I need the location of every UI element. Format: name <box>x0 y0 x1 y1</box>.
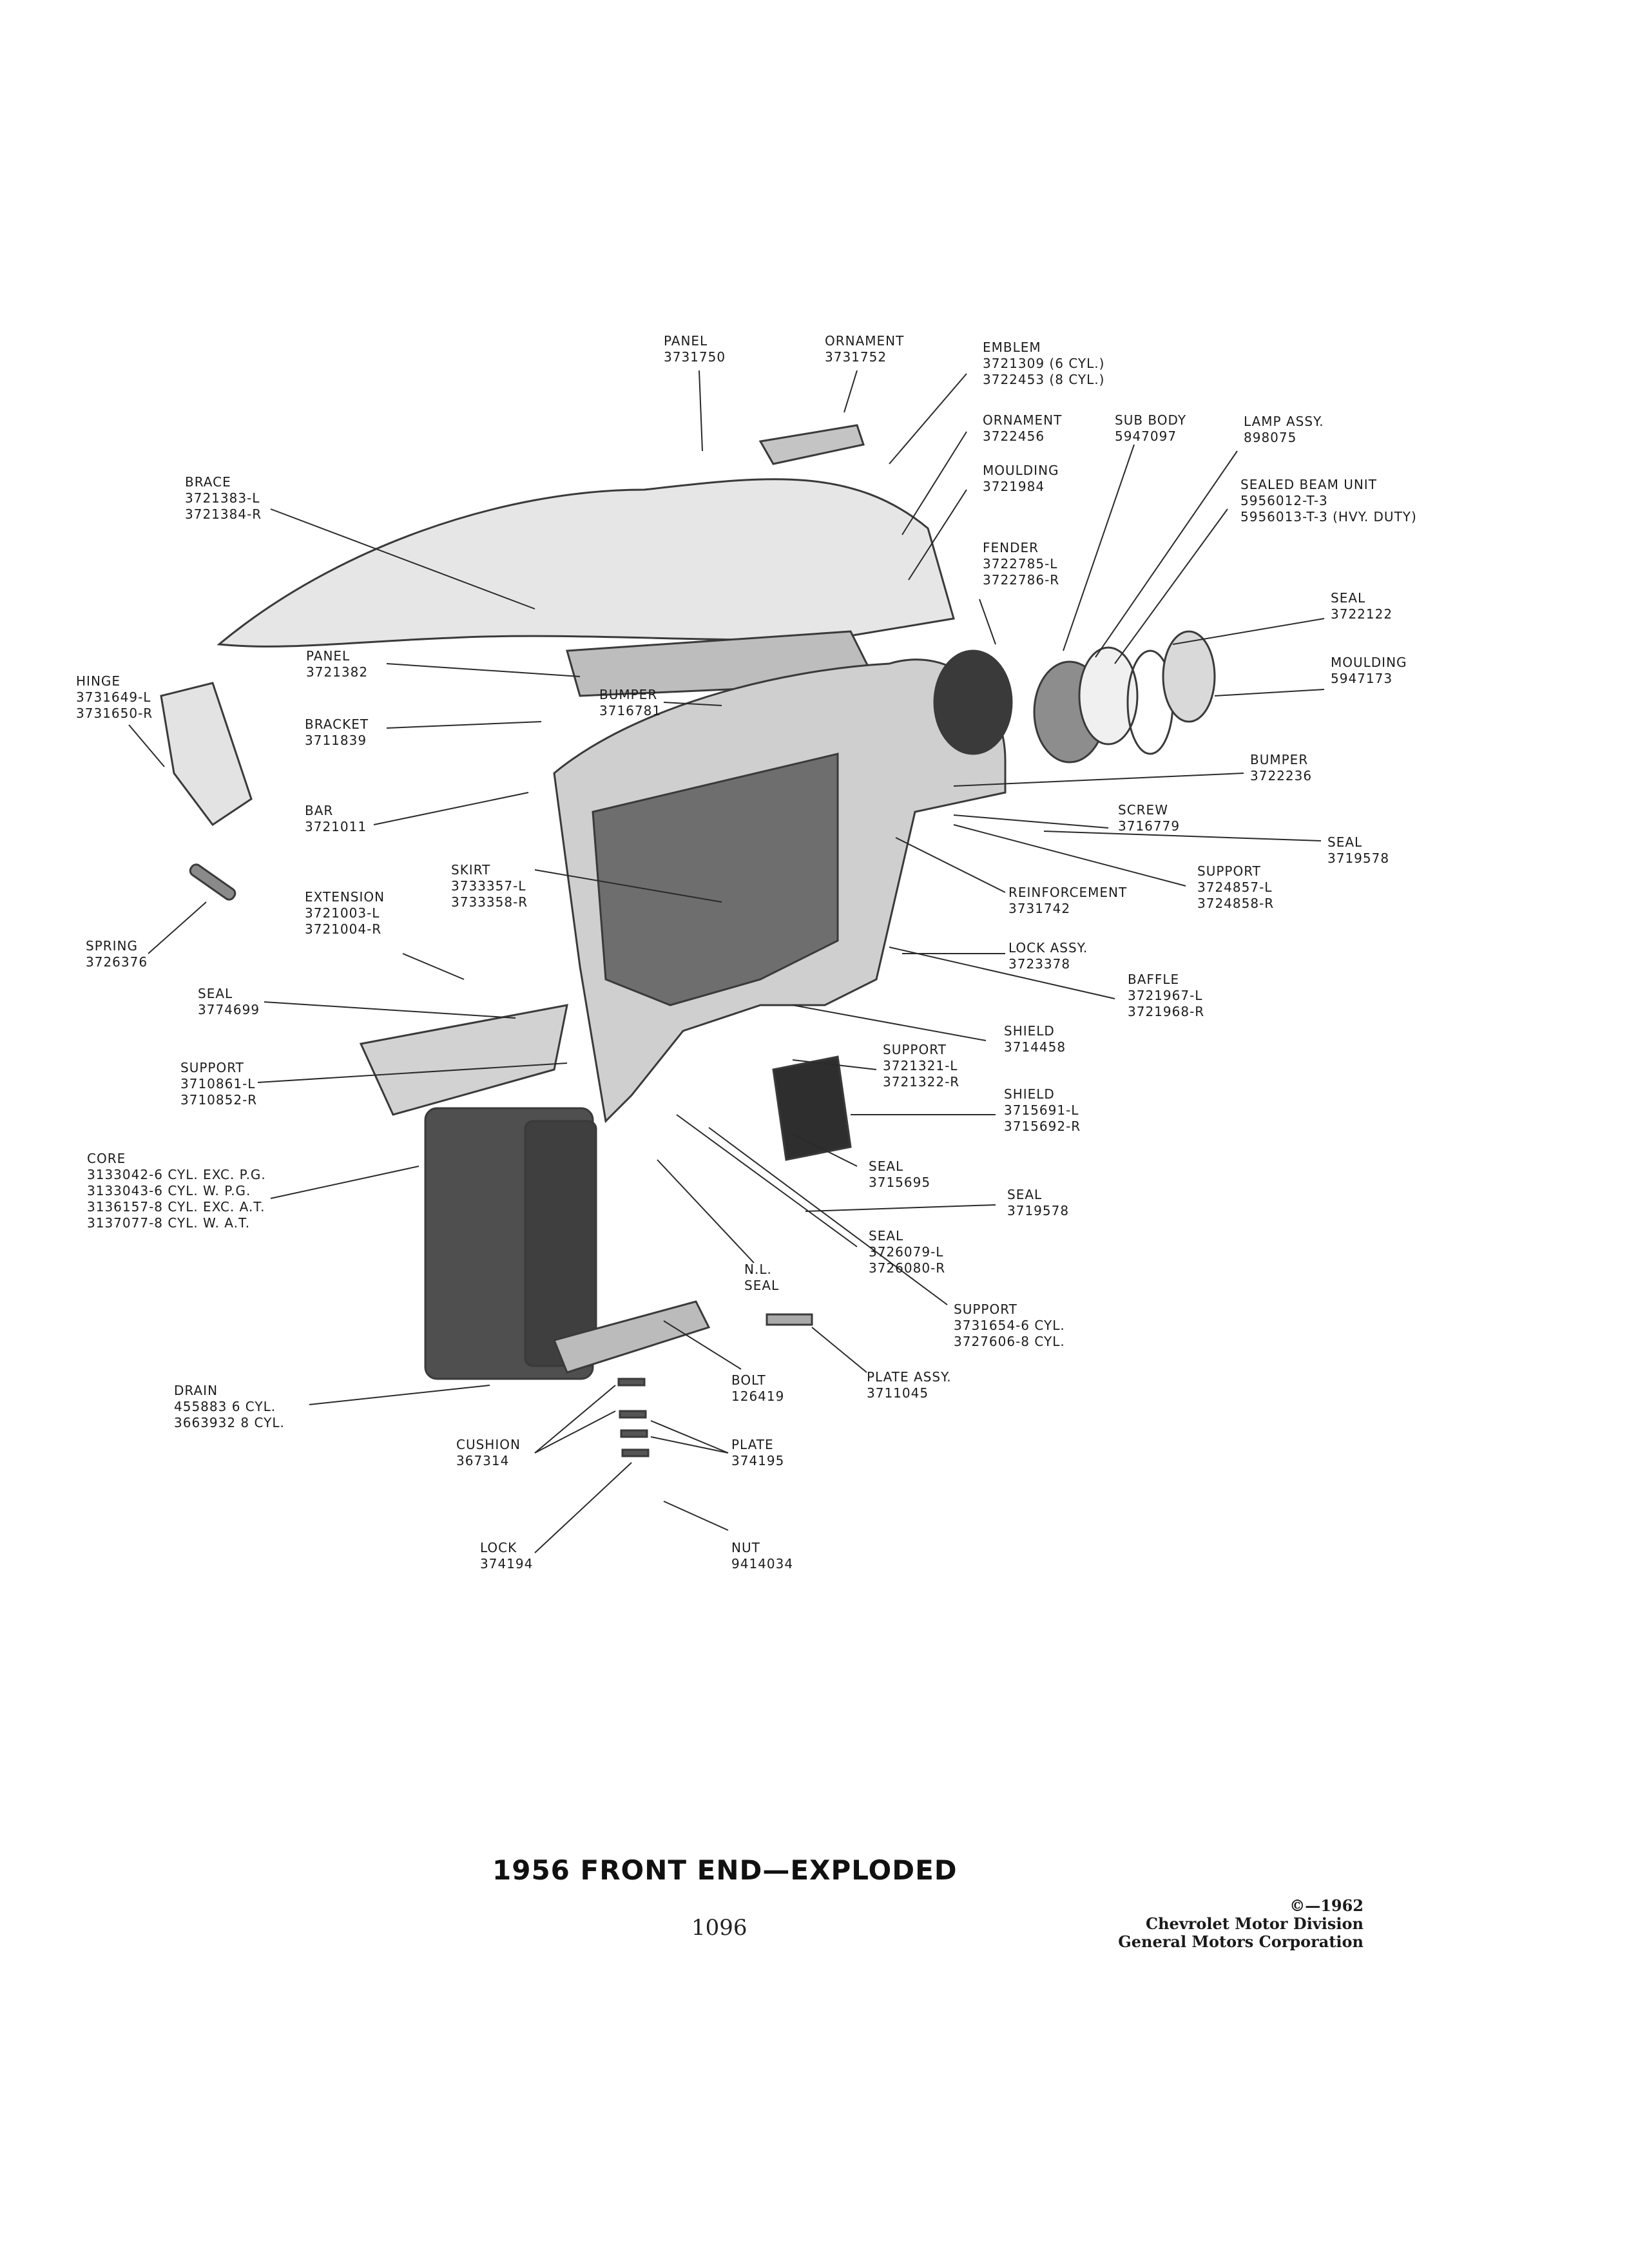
extension-plate-shape <box>359 1004 568 1116</box>
label-lock-assy: LOCK ASSY.3723378 <box>1008 940 1088 972</box>
sealed-beam-shape <box>1078 646 1139 745</box>
moulding-ring-shape <box>1162 630 1216 723</box>
part-illustrations <box>160 424 1216 1457</box>
label-plate-assy: PLATE ASSY.3711045 <box>867 1369 952 1401</box>
leader-lines <box>128 370 1325 1553</box>
copyright-division: Chevrolet Motor Division <box>1146 1914 1364 1933</box>
ornament-shape <box>758 424 865 465</box>
lock-shape <box>621 1448 650 1457</box>
radiator-core-shape-2 <box>524 1120 597 1367</box>
copyright-corporation: General Motors Corporation <box>1118 1932 1364 1951</box>
page-title: 1956 FRONT END—EXPLODED <box>492 1854 958 1886</box>
plate-assy-shape <box>766 1313 813 1326</box>
hinge-shape <box>160 682 253 827</box>
headlamp-opening-shape <box>933 649 1013 755</box>
page-number: 1096 <box>691 1915 747 1941</box>
label-lamp-assy: LAMP ASSY.898075 <box>1244 414 1324 445</box>
copyright-year: ©—1962 <box>1289 1896 1364 1915</box>
cushion-shape <box>617 1378 646 1387</box>
spring-shape <box>189 863 236 901</box>
radiator-support-shape <box>552 1300 711 1374</box>
skirt-shape <box>592 753 839 1006</box>
plate-shape <box>619 1410 647 1419</box>
plate-shape-2 <box>620 1429 648 1438</box>
hood-panel-shape <box>217 478 955 648</box>
label-nl-seal: N.L.SEAL <box>744 1262 780 1293</box>
copyright-notice: ©—1962 Chevrolet Motor Division General … <box>1118 1897 1364 1951</box>
